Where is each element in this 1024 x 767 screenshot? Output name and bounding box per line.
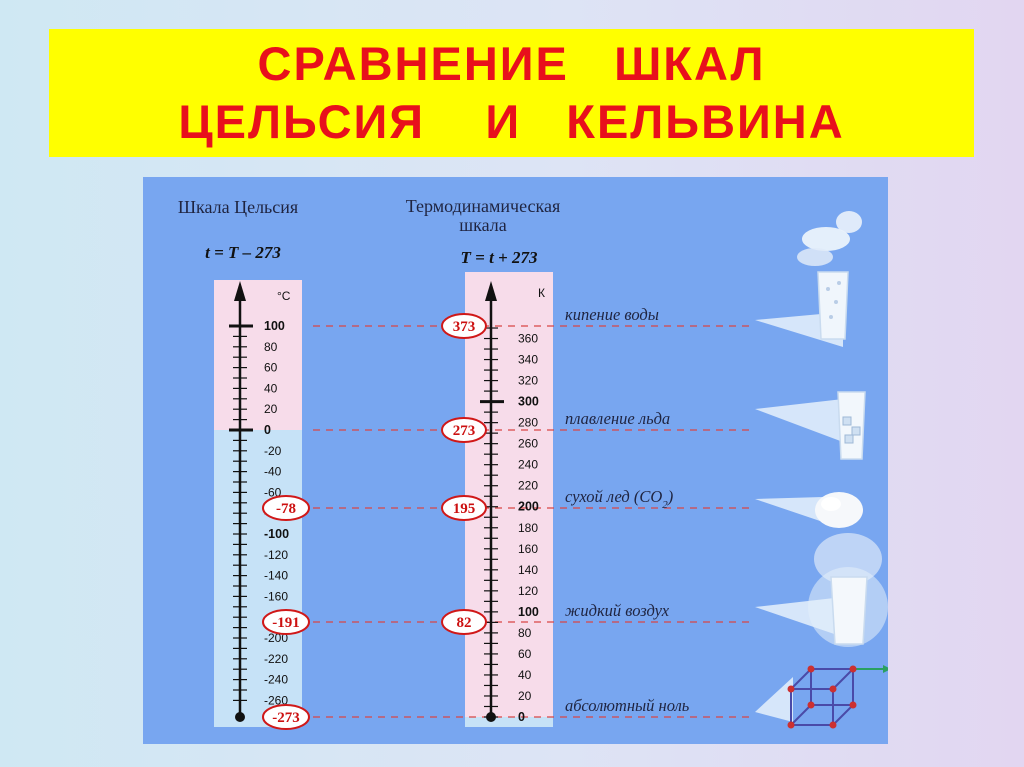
kelvin-header-line-2: шкала [459, 215, 506, 235]
celsius-tick-label: -140 [264, 569, 288, 583]
kelvin-tick-label: 0 [518, 710, 525, 724]
celsius-tick-label: -260 [264, 693, 288, 707]
celsius-tube-cold [214, 430, 302, 727]
boiling-water-glass-icon [797, 211, 862, 340]
celsius-marker-value: -191 [272, 615, 300, 631]
celsius-tube-warm [214, 280, 302, 430]
kelvin-tick-label: 200 [518, 500, 539, 514]
kelvin-tick-label: 340 [518, 353, 538, 367]
kelvin-header-line-1: Термодинамическая [406, 196, 561, 216]
kelvin-marker-value: 195 [453, 501, 476, 517]
celsius-tick-label: 40 [264, 381, 278, 395]
kelvin-marker-value: 373 [453, 319, 476, 335]
celsius-tick-label: 100 [264, 319, 285, 333]
kelvin-tick-label: 40 [518, 668, 532, 682]
celsius-header: Шкала Цельсия [178, 197, 298, 217]
kelvin-tick-label: 280 [518, 416, 538, 430]
celsius-tick-label: 60 [264, 361, 278, 375]
ice-water-glass-icon [837, 391, 866, 460]
kelvin-tick-label: 320 [518, 374, 538, 388]
title-line-1: СРАВНЕНИЕ ШКАЛ [257, 37, 766, 90]
celsius-tick-label: -240 [264, 673, 288, 687]
celsius-marker-value: -78 [276, 501, 296, 517]
beam-lattice [755, 677, 793, 722]
celsius-tick-label: 80 [264, 340, 278, 354]
celsius-tick-label: -220 [264, 652, 288, 666]
kelvin-arrow-icon [485, 281, 497, 301]
point-label: плавление льда [565, 409, 670, 428]
celsius-unit: °C [277, 289, 291, 303]
dry-ice-icon [815, 492, 863, 528]
kelvin-formula: T = t + 273 [461, 248, 538, 267]
celsius-marker [262, 704, 310, 730]
kelvin-tick-label: 160 [518, 542, 538, 556]
celsius-marker [262, 495, 310, 521]
celsius-tick-label: -160 [264, 589, 288, 603]
celsius-tick-label: -20 [264, 444, 282, 458]
slide-title: СРАВНЕНИЕ ШКАЛ ЦЕЛЬСИЯ И КЕЛЬВИНА [49, 29, 974, 157]
kelvin-marker [441, 417, 487, 443]
celsius-tick-label: -120 [264, 548, 288, 562]
celsius-tick-label: -40 [264, 465, 282, 479]
kelvin-tick-label: 20 [518, 689, 532, 703]
kelvin-tick-label: 80 [518, 626, 532, 640]
kelvin-tick-label: 60 [518, 647, 532, 661]
celsius-marker [262, 609, 310, 635]
celsius-tick-label: 0 [264, 423, 271, 437]
kelvin-tube-base [465, 717, 553, 727]
point-label: абсолютный ноль [565, 696, 690, 715]
markers: 373 273 -78 195 -191 82 -273 [262, 313, 487, 730]
guide-lines [313, 325, 755, 718]
kelvin-tick-label: 300 [518, 395, 539, 409]
point-label: кипение воды [565, 305, 659, 324]
kelvin-tick-label: 220 [518, 479, 538, 493]
kelvin-marker-value: 82 [457, 615, 472, 631]
kelvin-tick-label: 120 [518, 584, 538, 598]
kelvin-axis: 3603403203002802602402202001801601401201… [480, 281, 539, 724]
kelvin-marker-value: 273 [453, 423, 476, 439]
beam-dryice [755, 497, 823, 522]
celsius-formula: t = T – 273 [205, 243, 281, 262]
celsius-tick-label: 20 [264, 402, 278, 416]
kelvin-marker [441, 495, 487, 521]
kelvin-marker [441, 313, 487, 339]
crystal-lattice-icon [787, 665, 888, 729]
celsius-tick-label: -100 [264, 527, 289, 541]
kelvin-tick-label: 360 [518, 332, 538, 346]
celsius-arrow-icon [234, 281, 246, 301]
kelvin-tick-label: 100 [518, 605, 539, 619]
liquid-air-glass-icon [808, 533, 888, 647]
kelvin-tick-label: 180 [518, 521, 538, 535]
celsius-marker-value: -273 [272, 710, 300, 726]
point-label: жидкий воздух [565, 601, 670, 620]
kelvin-tube [465, 272, 553, 717]
kelvin-marker [441, 609, 487, 635]
kelvin-unit: К [538, 286, 545, 300]
beam-ice [755, 399, 843, 442]
title-line-2: ЦЕЛЬСИЯ И КЕЛЬВИНА [178, 95, 845, 148]
kelvin-tick-label: 240 [518, 458, 538, 472]
scales-diagram: Шкала Цельсия t = T – 273 Термодинамичес… [178, 196, 888, 730]
kelvin-tick-label: 140 [518, 563, 538, 577]
celsius-bulb [235, 712, 245, 722]
diagram-panel: Шкала Цельсия t = T – 273 Термодинамичес… [143, 177, 888, 744]
kelvin-tick-label: 260 [518, 437, 538, 451]
